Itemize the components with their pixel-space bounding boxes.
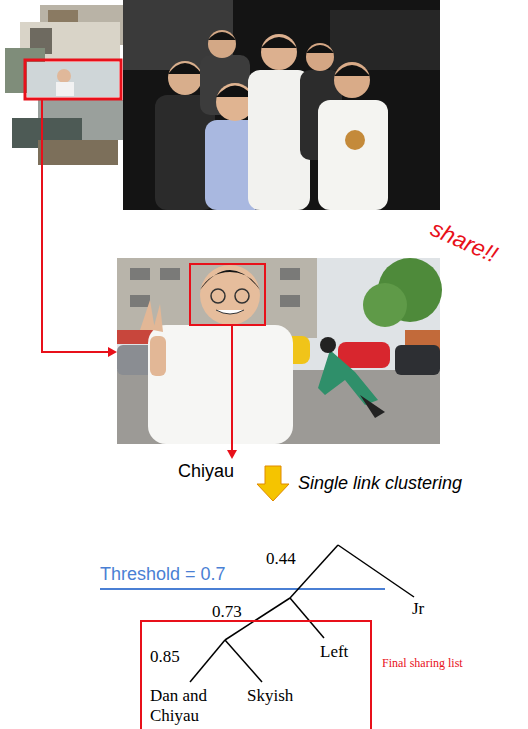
threshold-line <box>100 588 385 590</box>
link-distance: 0.44 <box>266 549 296 569</box>
link-distance: 0.73 <box>212 602 242 622</box>
sharing-list-box: 0.85LeftDan and ChiyauSkyishFinal sharin… <box>140 620 372 729</box>
sharing-list-label: Final sharing list <box>382 656 463 671</box>
leaf-name: Dan and Chiyau <box>150 686 214 726</box>
method-label: Single link clustering <box>298 473 462 494</box>
person-name: Chiyau <box>178 461 234 482</box>
leaf-name: Skyish <box>247 686 293 706</box>
leaf-name: Left <box>320 642 348 662</box>
threshold-label: Threshold = 0.7 <box>100 564 226 585</box>
link-distance: 0.85 <box>150 647 180 667</box>
leaf-name: Jr <box>412 599 424 619</box>
